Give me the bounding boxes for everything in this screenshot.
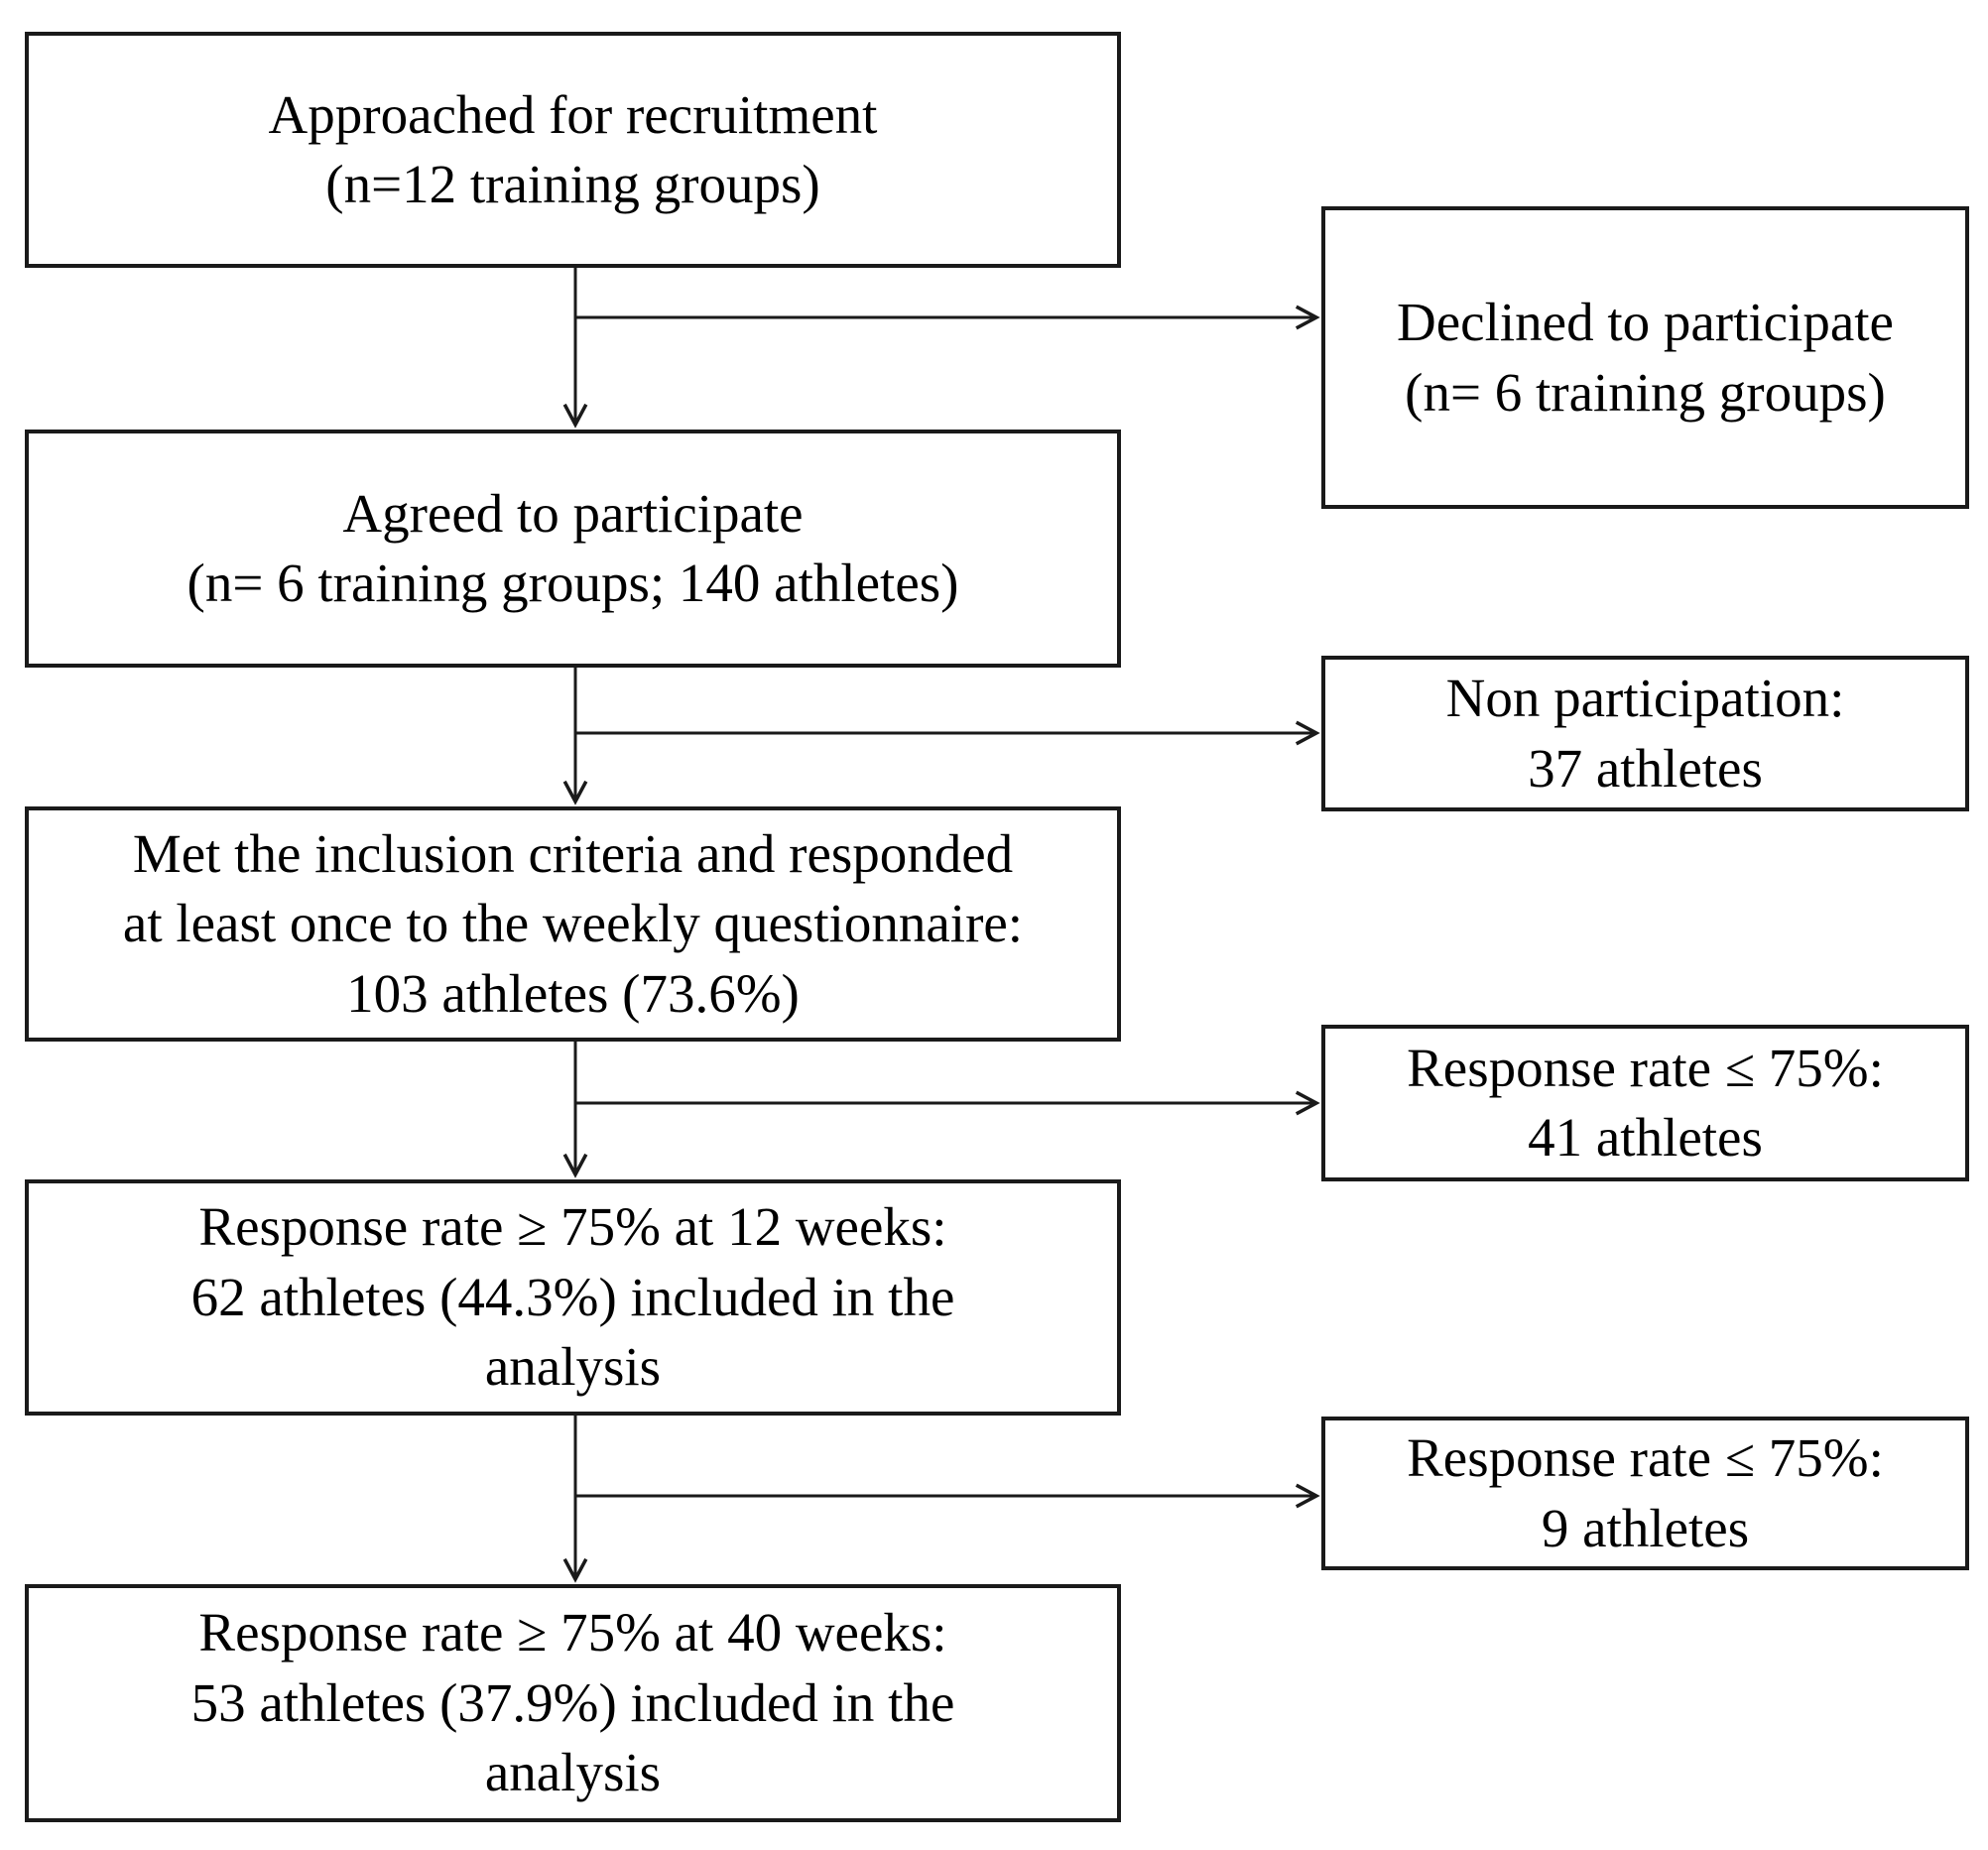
node-agreed-text: Agreed to participate (n= 6 training gro… [186, 482, 959, 613]
node-included-analysis-12-weeks: Response rate ≥ 75% at 12 weeks: 62 athl… [25, 1179, 1121, 1416]
node-low-response-40-weeks: Response rate ≤ 75%: 9 athletes [1321, 1417, 1969, 1570]
node-low-response-12-weeks: Response rate ≤ 75%: 41 athletes [1321, 1025, 1969, 1181]
node-included-analysis-12-weeks-text: Response rate ≥ 75% at 12 weeks: 62 athl… [190, 1196, 955, 1398]
node-low-response-12-weeks-text: Response rate ≤ 75%: 41 athletes [1407, 1037, 1884, 1168]
node-approached-for-recruitment: Approached for recruitment (n=12 trainin… [25, 32, 1121, 268]
node-non-participation: Non participation: 37 athletes [1321, 656, 1969, 811]
node-declined-to-participate: Declined to participate (n= 6 training g… [1321, 206, 1969, 509]
node-included-analysis-40-weeks-text: Response rate ≥ 75% at 40 weeks: 53 athl… [190, 1602, 955, 1803]
node-agreed-to-participate: Agreed to participate (n= 6 training gro… [25, 430, 1121, 668]
node-met-inclusion-criteria: Met the inclusion criteria and responded… [25, 806, 1121, 1042]
node-non-participation-text: Non participation: 37 athletes [1445, 668, 1845, 799]
node-included-analysis-40-weeks: Response rate ≥ 75% at 40 weeks: 53 athl… [25, 1584, 1121, 1822]
node-low-response-40-weeks-text: Response rate ≤ 75%: 9 athletes [1407, 1427, 1884, 1558]
node-approached-text: Approached for recruitment (n=12 trainin… [268, 83, 878, 214]
node-met-inclusion-criteria-text: Met the inclusion criteria and responded… [122, 822, 1024, 1024]
node-declined-text: Declined to participate (n= 6 training g… [1397, 292, 1894, 423]
